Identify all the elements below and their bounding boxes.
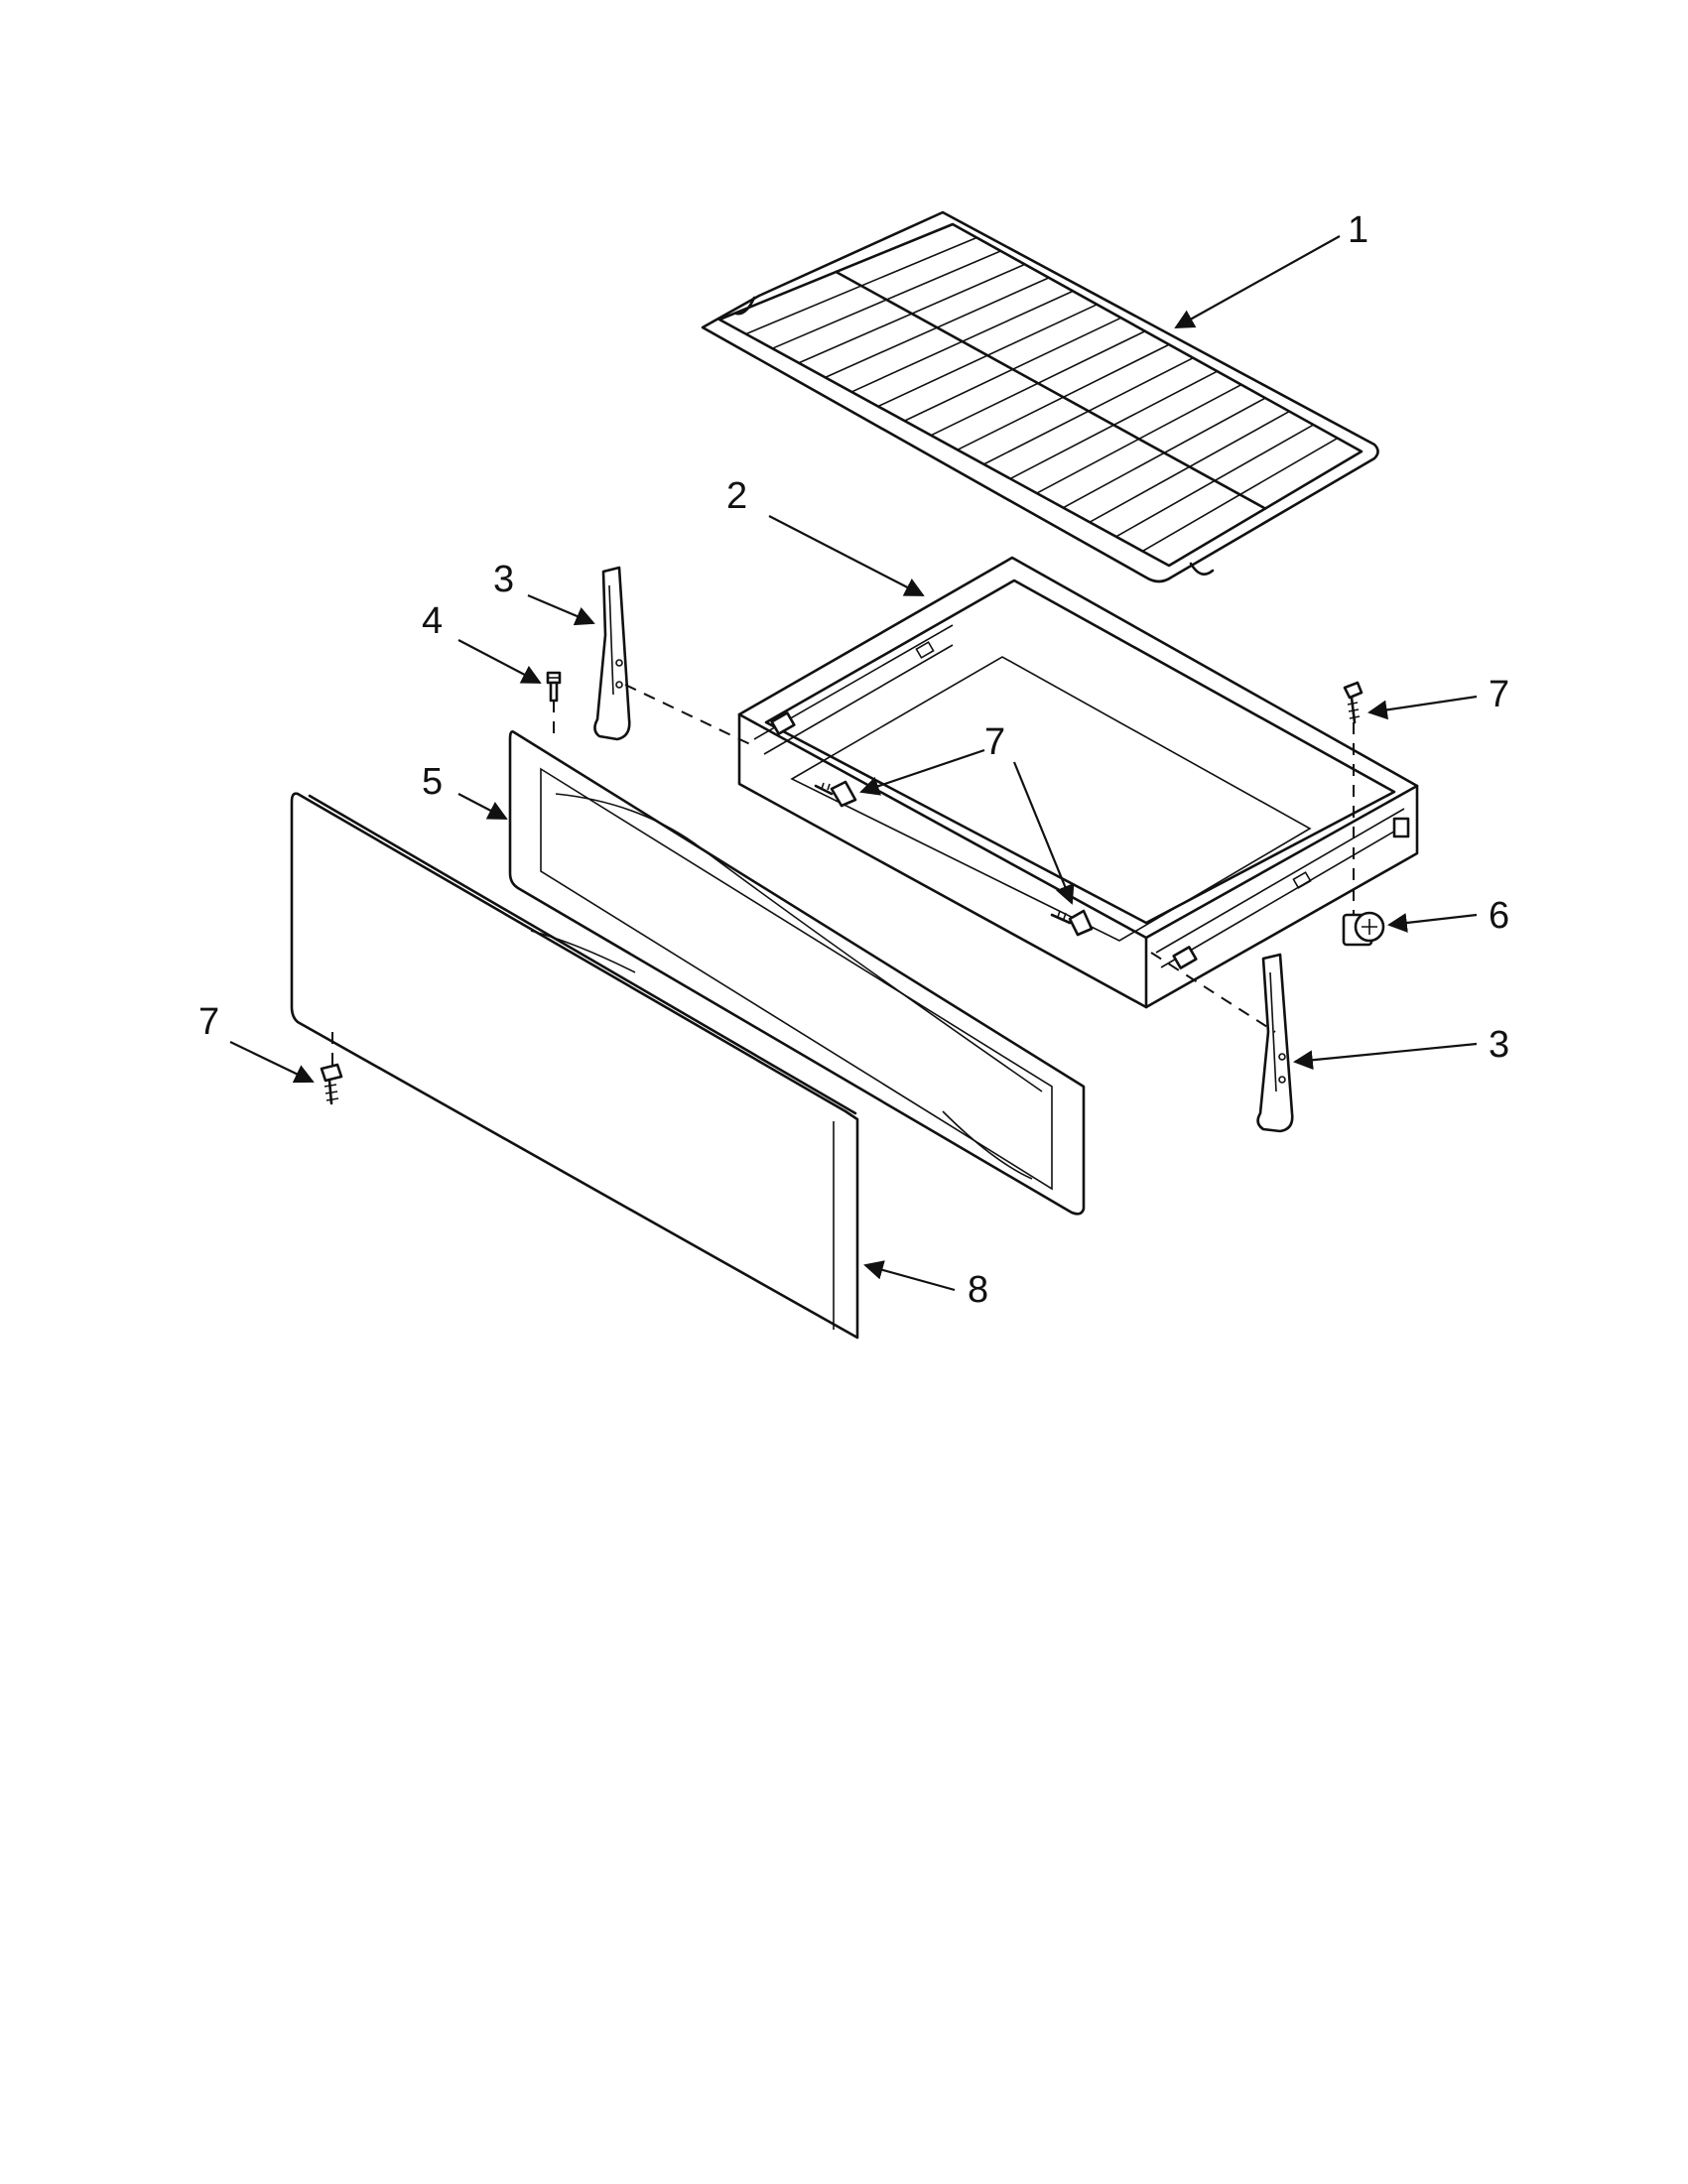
part-3-drawer-slide-right bbox=[1256, 953, 1294, 1133]
part-1-oven-rack bbox=[701, 210, 1379, 583]
part-7-screw-top-right bbox=[1343, 681, 1363, 724]
rack-wires bbox=[745, 236, 1339, 553]
callout-label-6: 6 bbox=[1489, 895, 1509, 937]
callout-label-2: 2 bbox=[726, 475, 747, 517]
part-3-drawer-slide-left bbox=[593, 566, 631, 741]
callout-label-8: 8 bbox=[968, 1269, 988, 1311]
callout-1: 1 bbox=[1174, 209, 1368, 328]
rack-center-bar bbox=[835, 270, 1267, 510]
callout-label-7-upper-right: 7 bbox=[1489, 674, 1509, 715]
assembly-dashed-lines bbox=[331, 684, 1355, 1067]
callout-label-7-drawer: 7 bbox=[984, 721, 1005, 763]
callout-7-upper-right: 7 bbox=[1367, 674, 1509, 720]
callout-3-lower: 3 bbox=[1293, 1024, 1509, 1071]
callout-6: 6 bbox=[1387, 895, 1509, 937]
callout-label-1: 1 bbox=[1348, 209, 1368, 251]
callout-5: 5 bbox=[422, 761, 508, 820]
part-7-screw-drawer-center bbox=[1050, 909, 1094, 937]
callout-2: 2 bbox=[726, 475, 925, 596]
callout-7-lower-left: 7 bbox=[198, 1001, 315, 1084]
callout-4: 4 bbox=[422, 600, 542, 684]
callout-label-3-upper: 3 bbox=[493, 559, 514, 600]
part-2-drawer-body bbox=[737, 556, 1419, 1009]
callout-8: 8 bbox=[863, 1260, 988, 1311]
part-6-clip bbox=[1342, 911, 1385, 947]
part-8-front-panel bbox=[290, 792, 859, 1340]
part-5-inner-panel bbox=[508, 730, 1086, 1216]
callout-label-7-lower-left: 7 bbox=[198, 1001, 219, 1043]
part-7-screw-drawer-left bbox=[814, 780, 857, 808]
callout-7-drawer: 7 bbox=[859, 721, 1075, 905]
callout-label-5: 5 bbox=[422, 761, 443, 803]
part-4-pin bbox=[546, 671, 562, 703]
part-7-screw-bottom-left bbox=[320, 1063, 343, 1105]
callout-3-upper: 3 bbox=[493, 559, 595, 626]
callout-label-3-lower: 3 bbox=[1489, 1024, 1509, 1066]
callout-label-4: 4 bbox=[422, 600, 443, 642]
